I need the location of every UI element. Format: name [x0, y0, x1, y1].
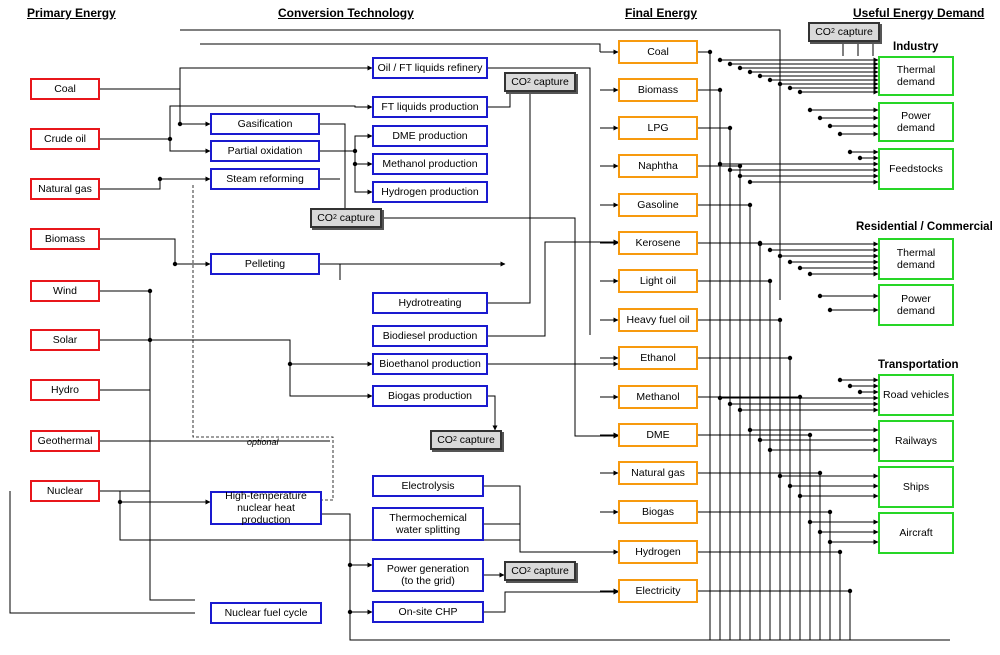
co2-suffix: capture	[456, 434, 495, 446]
conv-oil-ft-refinery: Oil / FT liquids refinery	[372, 57, 488, 79]
co2-suffix: capture	[530, 76, 569, 88]
final-methanol: Methanol	[618, 385, 698, 409]
header-final-energy: Final Energy	[625, 6, 698, 20]
sector-industry: Industry	[893, 41, 939, 53]
conv-thermochemical-line2: water splitting	[395, 524, 461, 536]
sector-residential-commercial: Residential / Commercial	[856, 221, 993, 233]
final-hydrogen: Hydrogen	[618, 540, 698, 564]
primary-solar: Solar	[30, 329, 100, 351]
conv-electrolysis: Electrolysis	[372, 475, 484, 497]
final-biogas: Biogas	[618, 500, 698, 524]
co2-prefix: CO	[815, 26, 831, 38]
conv-dme-production: DME production	[372, 125, 488, 147]
useful-power-line1: Power	[901, 293, 931, 305]
conv-power-generation-line2: (to the grid)	[401, 575, 455, 587]
co2-prefix: CO	[317, 212, 333, 224]
optional-dashed-line	[192, 185, 334, 501]
conv-thermochemical-water-splitting: Thermochemical water splitting	[372, 507, 484, 541]
primary-biomass: Biomass	[30, 228, 100, 250]
conv-ft-liquids-production: FT liquids production	[372, 96, 488, 118]
final-dme: DME	[618, 423, 698, 447]
final-lpg: LPG	[618, 116, 698, 140]
useful-industry-feedstocks: Feedstocks	[878, 148, 954, 190]
useful-industry-power-demand: Power demand	[878, 102, 954, 142]
useful-power-line2: demand	[897, 122, 935, 134]
useful-railways: Railways	[878, 420, 954, 462]
final-naphtha: Naphtha	[618, 154, 698, 178]
final-electricity: Electricity	[618, 579, 698, 603]
conv-onsite-chp: On-site CHP	[372, 601, 484, 623]
useful-residential-thermal-demand: Thermal demand	[878, 238, 954, 280]
useful-thermal-line2: demand	[897, 259, 935, 271]
useful-road-vehicles: Road vehicles	[878, 374, 954, 416]
primary-coal: Coal	[30, 78, 100, 100]
co2-prefix: CO	[511, 76, 527, 88]
conv-pelleting: Pelleting	[210, 253, 320, 275]
useful-power-line2: demand	[897, 305, 935, 317]
conv-methanol-production: Methanol production	[372, 153, 488, 175]
conv-partial-oxidation: Partial oxidation	[210, 140, 320, 162]
useful-power-line1: Power	[901, 110, 931, 122]
primary-wind: Wind	[30, 280, 100, 302]
conv-nuclear-fuel-cycle: Nuclear fuel cycle	[210, 602, 322, 624]
useful-ships: Ships	[878, 466, 954, 508]
co2-suffix: capture	[336, 212, 375, 224]
final-coal: Coal	[618, 40, 698, 64]
conv-hydrotreating: Hydrotreating	[372, 292, 488, 314]
useful-thermal-line2: demand	[897, 76, 935, 88]
co2-suffix: capture	[530, 565, 569, 577]
final-kerosene: Kerosene	[618, 231, 698, 255]
conv-nuclear-heat-line2: nuclear heat production	[237, 502, 295, 526]
useful-thermal-line1: Thermal	[896, 64, 936, 76]
useful-thermal-line1: Thermal	[896, 247, 936, 259]
useful-residential-power-demand: Power demand	[878, 284, 954, 326]
header-useful-energy-demand: Useful Energy Demand	[853, 6, 985, 20]
conv-gasification: Gasification	[210, 113, 320, 135]
header-primary-energy: Primary Energy	[27, 6, 116, 20]
final-natural-gas: Natural gas	[618, 461, 698, 485]
final-gasoline: Gasoline	[618, 193, 698, 217]
useful-industry-thermal-demand: Thermal demand	[878, 56, 954, 96]
conv-power-generation: Power generation (to the grid)	[372, 558, 484, 592]
conv-nuclear-heat-production: High-temperature nuclear heat production	[210, 490, 322, 526]
conv-power-generation-line1: Power generation	[386, 563, 470, 575]
conv-bioethanol-production: Bioethanol production	[372, 353, 488, 375]
conv-steam-reforming: Steam reforming	[210, 168, 320, 190]
conv-hydrogen-production: Hydrogen production	[372, 181, 488, 203]
conv-biogas-production: Biogas production	[372, 385, 488, 407]
primary-crude-oil: Crude oil	[30, 128, 100, 150]
conv-biodiesel-production: Biodiesel production	[372, 325, 488, 347]
sector-transportation: Transportation	[878, 359, 959, 371]
primary-natural-gas: Natural gas	[30, 178, 100, 200]
co2-prefix: CO	[437, 434, 453, 446]
primary-hydro: Hydro	[30, 379, 100, 401]
final-biomass: Biomass	[618, 78, 698, 102]
primary-nuclear: Nuclear	[30, 480, 100, 502]
co2-prefix: CO	[511, 565, 527, 577]
primary-geothermal: Geothermal	[30, 430, 100, 452]
final-ethanol: Ethanol	[618, 346, 698, 370]
optional-label: optional	[247, 437, 279, 447]
conv-nuclear-heat-line1: High-temperature	[225, 490, 307, 502]
conv-thermochemical-line1: Thermochemical	[389, 512, 467, 524]
co2-suffix: capture	[834, 26, 873, 38]
useful-aircraft: Aircraft	[878, 512, 954, 554]
final-light-oil: Light oil	[618, 269, 698, 293]
header-conversion-technology: Conversion Technology	[278, 6, 414, 20]
final-heavy-fuel-oil: Heavy fuel oil	[618, 308, 698, 332]
